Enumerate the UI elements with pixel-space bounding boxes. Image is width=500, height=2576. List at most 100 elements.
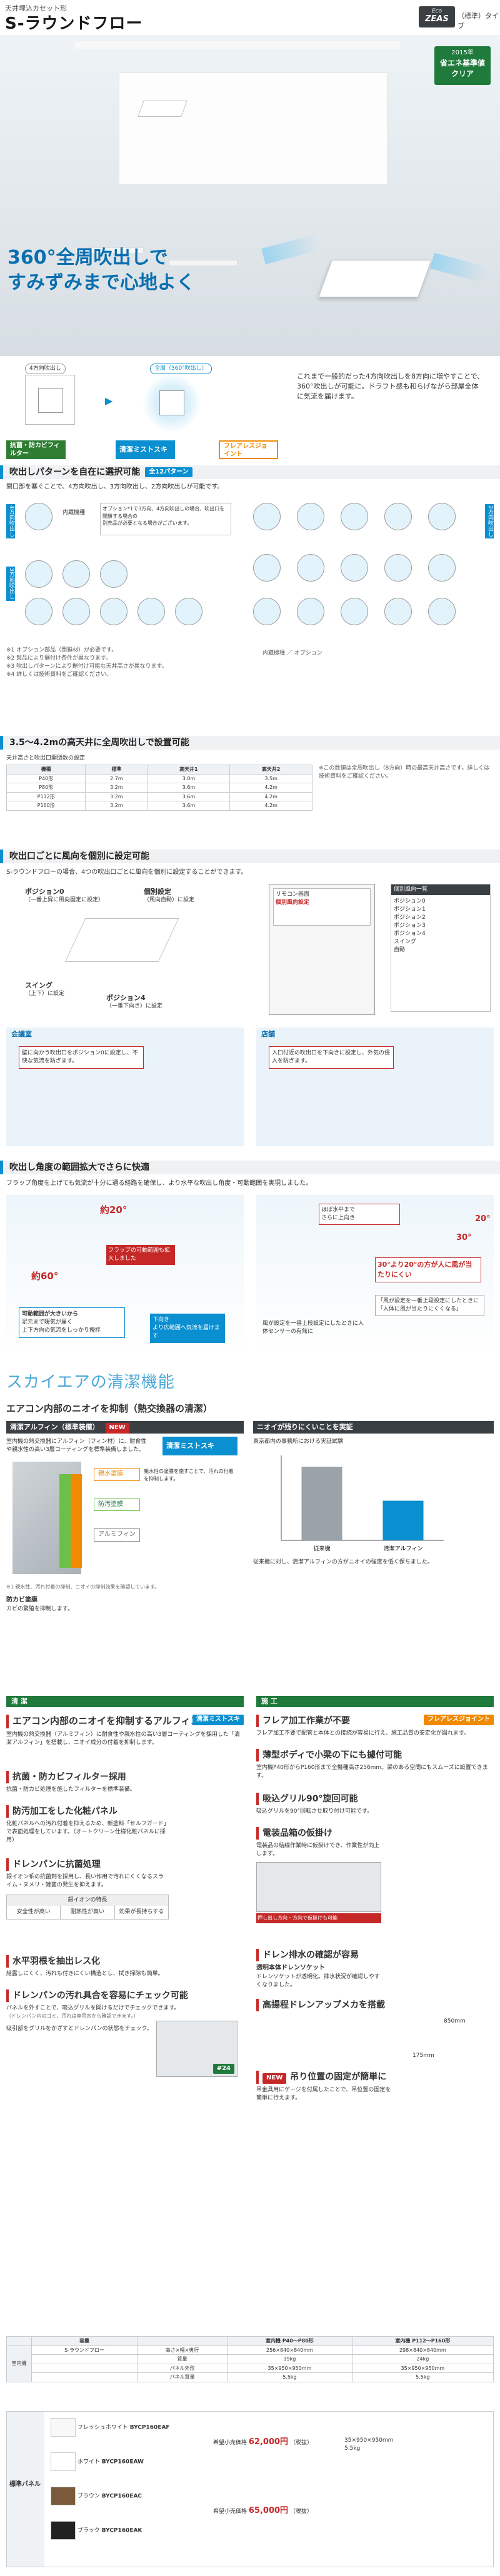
hero-headline-1: 360°全周吹出しで (8, 247, 168, 269)
ceiling-unit-main (318, 260, 432, 297)
feature-badges: 抗菌・防カビフィルター 清潔ミストスキ フレアレスジョイント (0, 437, 500, 462)
unit-360-diagram (141, 375, 203, 431)
odor-title: エアコン内部のニオイを抑制（熱交換器の清潔） (6, 1403, 213, 1414)
pattern-grid-right: 2方向吹出し (247, 498, 494, 642)
angle-section: 吹出し角度の範囲拡大でさらに快適 フラップ角度を上げても気流が十分に通る経路を確… (0, 1161, 500, 1367)
graph-sub: 東京都内の事務所における実証試験 (253, 1439, 344, 1445)
label-4way: 4方向吹出し (25, 364, 66, 375)
panel-table: 標準パネル フレッシュホワイト BYCP160EAF ホワイト BYCP160E… (6, 2411, 494, 2567)
fin-layers: 親水塗膜 防汚塗膜 アルミフィン (94, 1468, 140, 1542)
ceiling-notes: ※この数値は全周吹出し（8方向）時の最高天井高さです。詳しくは技術資料をご確認く… (319, 765, 490, 780)
graph-note: 従来機に対し、清潔アルフィンの方がニオイの強度を低く保ちました。 (253, 1559, 433, 1565)
unit-4way-diagram (25, 375, 75, 425)
ceiling-unit-diagram (64, 918, 179, 962)
energy-badge: 2015年 省エネ基準値 クリア (434, 46, 491, 85)
clean-item-4: ドレンパンに抗菌処理 銀イオン系の抗菌剤を採用し、長い作用で汚れにくくなるスライ… (6, 1858, 244, 1920)
list-item: ポジション1 (394, 906, 426, 913)
hero-headline-2: すみずみまで心地よく (8, 272, 195, 294)
list-item: ホワイト BYCP160EAW (51, 2452, 170, 2487)
list-item: ポジション4 (394, 931, 426, 938)
feature-filter: 抗菌・防カビフィルター (6, 440, 66, 459)
pattern-notes: ※1 オプション部品（閉鎖材）が必要です。 ※2 製品により据付け条件が異なりま… (6, 647, 168, 678)
pattern-grid-left: 4方向吹出し 3方向吹出し 内蔵機種 オプション*1で3方向、4方向吹出しの場合… (6, 498, 238, 635)
odor-chart: 従来機清潔アルフィン (281, 1455, 444, 1552)
install-item-1: フレア加工作業が不要 フレアレスジョイント フレア加工不要で配管と本体との接続が… (256, 1715, 494, 1738)
install-item-5: ドレン排水の確認が容易 透明本体ドレンソケット ドレンソケットが透明化。排水状況… (256, 1949, 494, 1989)
section-heading-ceiling: 3.5〜4.2mの高天井に全周吹出しで設置可能 (0, 736, 500, 750)
eco-zeas-logo: Eco ZEAS (419, 6, 455, 27)
individual-intro: S-ラウンドフローの場合、4つの吹出口ごとに風向を個別に設定することができます。 (6, 869, 248, 876)
ceiling-unit-1 (138, 101, 188, 117)
airflow-arrow (261, 234, 320, 265)
case-store: 店舗 入口付近の吹出口を下向きに設定し、外気の侵入を防ぎます。 (256, 1028, 494, 1146)
install-item-2: 薄型ボディで小梁の下にも據付可能 室内機P40形からP160形まで全機種高さ25… (256, 1749, 494, 1780)
clean-item-3: 防汚加工をした化粧パネル 化粧パネルへの汚れ付着を抑えるため、新塗料「セルフガー… (6, 1805, 244, 1845)
section-heading-pattern: 吹出しパターンを自在に選択可能 全12パターン (0, 465, 500, 479)
list-item: ブラウン BYCP160EAC (51, 2487, 170, 2521)
hero-description: これまで一般的だった4方向吹出しを8方向に増やすことで、360°吹出しが可能に。… (297, 372, 484, 400)
rust-text: カビの繁殖を抑制します。 (6, 1606, 74, 1612)
angle-diagram-left: 約20° 約60° フラップの可動範囲も拡大しました 可動範囲が大きいから 足元… (6, 1195, 244, 1357)
list-item: スイング (394, 939, 417, 946)
angle-intro: フラップ角度を上げても気流が十分に通る経路を確保し、より水平な吹出し角度・可動範… (6, 1180, 312, 1187)
page-title: S-ラウンドフロー (5, 14, 143, 33)
list-item: ポジション2 (394, 914, 426, 921)
remote-screen: リモコン画面 個別風向設定 (273, 888, 371, 926)
window-decor (119, 72, 388, 185)
chart-bar (301, 1467, 342, 1540)
panel-list: フレッシュホワイト BYCP160EAF ホワイト BYCP160EAW ブラウ… (51, 2418, 170, 2555)
list-item: ポジション0 (394, 898, 426, 905)
price-2: 希望小売価格 65,000円 （税抜） (213, 2506, 312, 2515)
list-item: ブラック BYCP160EAK (51, 2521, 170, 2555)
skyair-title: スカイエアの清潔機能 (6, 1373, 175, 1392)
individual-section: 吹出口ごとに風向を個別に設定可能 S-ラウンドフローの場合、4つの吹出口ごとに風… (0, 850, 500, 1156)
clean-header: 清 潔 (6, 1696, 244, 1707)
silver-box: 銀イオンの特長 安全性が高い 耐熱性が高い 効果が長持ちする (6, 1895, 169, 1920)
feature-mist: 清潔ミストスキ (116, 440, 175, 459)
graph-title: ニオイが残りにくいことを実証 (253, 1421, 494, 1434)
install-item-4: 電装品箱の仮掛け 電装品の結線作業時に仮掛けでき、作業性が向上します。 押し出し… (256, 1827, 494, 1923)
install-header: 施 工 (256, 1696, 494, 1707)
pattern-section: 吹出しパターンを自在に選択可能 全12パターン 開口部を塞ぐことで、4方向吹出し… (0, 465, 500, 734)
rust-title: 防カビ塗膜 (6, 1597, 38, 1603)
list-item: フレッシュホワイト BYCP160EAF (51, 2418, 170, 2452)
x-tick-label: 清潔アルフィン (384, 1545, 423, 1552)
chart-bar (382, 1500, 424, 1540)
feature-flareless: フレアレスジョイント (219, 440, 278, 459)
case-meeting-room: 会議室 壁に向かう吹出口をポジション0に設定し、不快な気流を防ぎます。 (6, 1028, 244, 1146)
layer-note: 親水性の塗膜を施すことで、汚れの付着を抑制します。 (144, 1469, 234, 1482)
header: 天井埋込カセット形 S-ラウンドフロー Eco ZEAS （標準）タイプ (0, 0, 500, 34)
pattern-intro: 開口部を塞ぐことで、4方向吹出し、3方向吹出し、2方向吹出しが可能です。 (6, 483, 224, 490)
label-360: 全周（360°吹出し） (150, 364, 212, 375)
category-label: 天井埋込カセット形 (5, 4, 67, 12)
panel-dim: 35×950×950mm 5.5kg (344, 2437, 394, 2452)
install-item-6: 高揚程ドレンアップメカを搭載 850mm 175mm (256, 1999, 494, 2061)
fin-layer-diagram (12, 1462, 82, 1574)
remote-controller: リモコン画面 個別風向設定 (269, 884, 375, 1015)
skyair-section: スカイエアの清潔機能 エアコン内部のニオイを抑制（熱交換器の清潔） 清潔アルフィ… (0, 1368, 500, 1693)
price-1: 希望小売価格 62,000円 （税抜） (213, 2437, 312, 2447)
install-item-3: 吸込グリル90°旋回可能 吸込グリルを90°回転させ取り付け可能です。 (256, 1793, 494, 1816)
fin-text: 室内機の熱交換器にアルフィン（フィン材）に、耐食性や親水性の高い3層コーティング… (6, 1439, 147, 1454)
clean-item-1: エアコン内部のニオイを抑制するアルフィン 清潔ミストスキ 室内機の熱交換器（アル… (6, 1715, 244, 1747)
remote-menu: 個別風向一覧 ポジション0 ポジション1 ポジション2 ポジション3 ポジション… (391, 884, 491, 1012)
angle-diagram-right: 20° 30° ほぼ水平まで さらに上向き 30°より20°の方が人に風が当たり… (256, 1195, 494, 1357)
airflow-arrow (430, 252, 489, 284)
ceiling-sub: 天井高さと吹出口開閉数の設定 (6, 755, 86, 761)
clean-install-section: 清 潔 エアコン内部のニオイを抑制するアルフィン 清潔ミストスキ 室内機の熱交換… (0, 1696, 500, 2321)
mist-badge: 清潔ミストスキ (162, 1437, 238, 1455)
pattern-count-tag: 全12パターン (145, 467, 192, 478)
